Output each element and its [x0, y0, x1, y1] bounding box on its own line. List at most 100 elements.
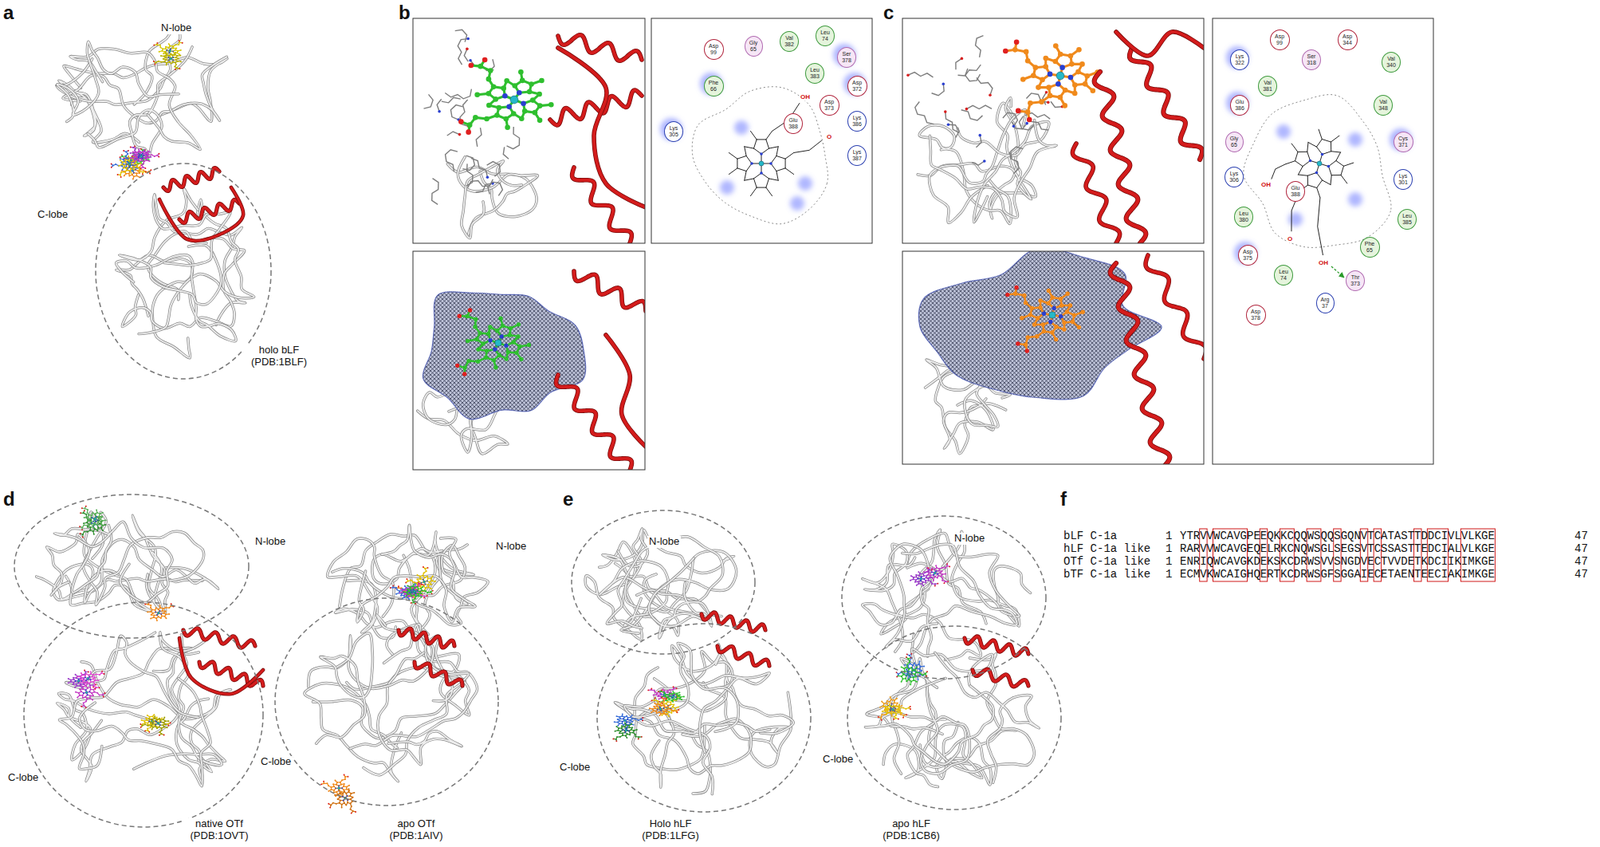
atom	[86, 511, 89, 514]
side-chain-atom	[1012, 124, 1016, 128]
atom	[97, 521, 99, 523]
atom	[102, 524, 104, 527]
atom	[519, 78, 526, 84]
bond	[750, 187, 757, 197]
bond	[172, 54, 175, 56]
atom	[475, 358, 480, 363]
atom	[94, 513, 96, 515]
bond	[74, 680, 76, 683]
atom	[1015, 108, 1022, 115]
heme-model	[76, 670, 105, 690]
ribbon	[54, 521, 173, 603]
atom	[1082, 81, 1089, 87]
atom	[170, 602, 173, 605]
atom	[131, 173, 134, 176]
bond	[84, 530, 88, 532]
heme-model	[67, 669, 98, 688]
atom	[162, 58, 165, 60]
bond	[99, 693, 103, 696]
bond	[128, 164, 132, 166]
bond	[148, 721, 150, 724]
atom	[170, 53, 173, 56]
atom	[153, 60, 155, 63]
atom	[165, 606, 167, 609]
side-chain	[424, 94, 434, 109]
bond	[118, 165, 122, 166]
side-chain	[466, 163, 473, 186]
atom	[138, 170, 141, 173]
bond	[161, 61, 165, 63]
bond	[148, 153, 152, 155]
bond	[101, 520, 103, 523]
heme-model	[153, 51, 182, 71]
exposure-halo	[1288, 212, 1303, 227]
bond	[176, 67, 180, 70]
bond	[157, 153, 159, 156]
atom	[1051, 306, 1056, 311]
side-chain	[455, 29, 468, 42]
bond	[89, 681, 91, 684]
bond	[744, 146, 747, 157]
atom	[1315, 171, 1319, 175]
atom	[78, 694, 81, 696]
atom	[119, 159, 122, 162]
atom	[155, 617, 158, 619]
atom	[160, 55, 162, 57]
atom	[101, 670, 103, 673]
bond	[168, 722, 171, 724]
bond	[133, 176, 134, 179]
exposure-halo	[790, 196, 805, 211]
bond	[73, 683, 77, 685]
side-chain-atom	[947, 123, 951, 127]
atom	[1025, 109, 1031, 115]
side-chain-atom	[965, 107, 969, 111]
atom	[130, 168, 133, 170]
atom	[86, 508, 89, 511]
atom	[483, 116, 490, 122]
bond	[93, 521, 95, 524]
atom	[1320, 153, 1325, 157]
atom	[1047, 71, 1054, 78]
atom	[138, 168, 141, 170]
atom	[168, 58, 170, 61]
zoom-view	[902, 251, 1204, 464]
atom	[142, 169, 145, 172]
atom	[91, 699, 94, 701]
atom	[83, 516, 86, 519]
atom	[179, 67, 181, 70]
atom	[149, 606, 152, 609]
atom	[80, 683, 83, 685]
atom	[147, 149, 150, 152]
atom	[78, 687, 81, 690]
bond	[90, 671, 91, 674]
atom	[82, 702, 85, 704]
bond	[156, 617, 158, 621]
side-chain	[471, 157, 488, 177]
atom	[98, 516, 100, 519]
atom	[176, 50, 179, 52]
bond	[141, 151, 144, 154]
atom	[105, 518, 107, 521]
atom	[466, 358, 471, 363]
bond	[84, 516, 88, 519]
atom	[537, 102, 543, 109]
bond	[736, 158, 738, 169]
atom	[95, 686, 98, 688]
atom	[87, 674, 90, 677]
bond	[1316, 187, 1321, 197]
atom	[161, 47, 164, 50]
atom	[548, 102, 555, 108]
atom	[80, 672, 83, 674]
bond	[86, 687, 88, 690]
bond	[92, 530, 95, 535]
bond	[86, 680, 87, 682]
bond	[158, 607, 162, 610]
heme-model	[74, 682, 107, 708]
bond	[130, 146, 134, 149]
atom	[176, 66, 178, 69]
bond	[134, 148, 136, 150]
atom	[1042, 63, 1049, 70]
atom	[140, 164, 142, 166]
atom	[84, 682, 87, 685]
atom	[128, 175, 130, 177]
